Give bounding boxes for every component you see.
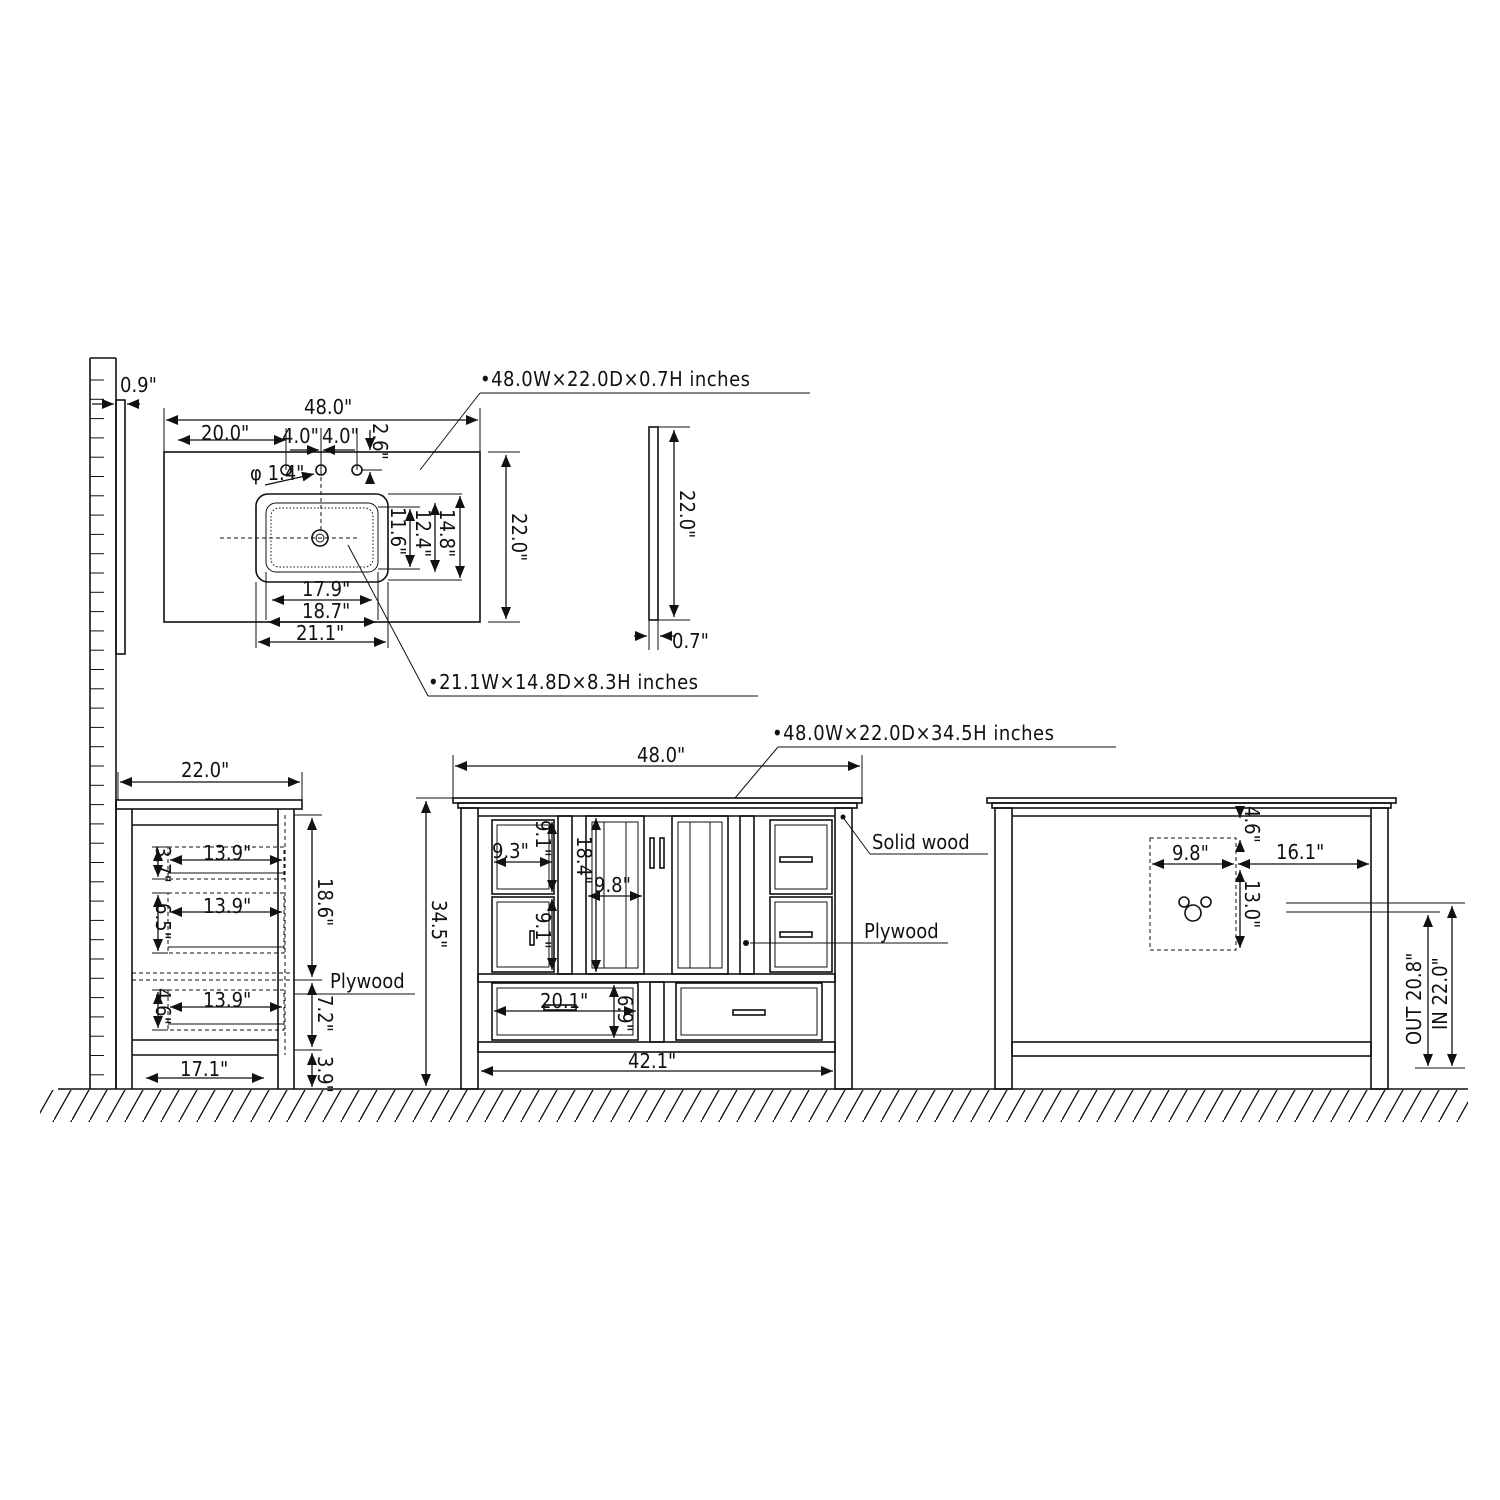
label-top-depth: 22.0" [507,513,531,561]
faucet-hole-center [315,464,327,476]
supply-hole-left-icon [1178,896,1190,908]
label-side-drawer-width: 9.3" [492,839,529,863]
label-door-width: 9.8" [594,873,631,897]
supply-hole-right-icon [1200,896,1212,908]
label-out-height: OUT 20.8" [1402,953,1426,1045]
countertop-plan-view: 48.0" 20.0" 4.0" 4.0" 2.6" φ 1.4" [163,395,531,648]
label-toe-kick: 3.9" [313,1056,337,1093]
label-solid-wood: Solid wood [872,830,970,854]
label-inner-width: 42.1" [628,1049,676,1073]
label-drawer-height-2: 6.5" [151,903,175,940]
faucet-hole-right [351,464,363,476]
label-plywood-front: Plywood [864,919,939,943]
label-drawer-depth-1: 13.9" [203,841,251,865]
spec-top-text: •48.0W×22.0D×0.7H inches [480,367,751,391]
countertop-side-profile: 22.0" 0.7" [634,426,709,653]
label-top-thickness: 0.7" [672,629,709,653]
front-elevation: 48.0" •48.0W×22.0D×34.5H inches [416,721,1116,1090]
label-plywood-side: Plywood [330,969,405,993]
label-back-top-gap: 4.6" [1240,806,1264,843]
label-bottom-drawer-height: 6.9" [613,995,637,1032]
label-hole-spacing-right: 4.0" [322,424,359,448]
spec-basin-text: •21.1W×14.8D×8.3H inches [428,670,699,694]
side-elevation: 22.0" 13.9" 3.7" 13.9" 6.5" 13. [115,758,415,1093]
label-top-width: 48.0" [304,395,352,419]
label-basin-mid-width: 18.7" [302,599,350,623]
label-bottom-drawer-width: 20.1" [540,989,588,1013]
label-back-cutout-width: 9.8" [1172,841,1209,865]
label-basin-outer-depth: 14.8" [435,509,459,557]
label-side-lower-height: 7.2" [313,995,337,1032]
label-top-overhang: 0.9" [120,373,157,397]
label-hole-spacing-left: 4.0" [282,424,319,448]
label-left-to-hole: 20.0" [201,421,249,445]
label-drawer-depth-3: 13.9" [203,988,251,1012]
wall [89,357,126,1089]
ground [40,1088,1468,1122]
faucet-hole-left [280,464,292,476]
label-back-side-gap: 16.1" [1276,840,1324,864]
back-elevation: 4.6" 9.8" 16.1" 13.0" OUT 20.8" IN 22.0" [986,797,1465,1090]
label-back-cutout-height: 13.0" [1240,880,1264,928]
label-door-height: 18.4" [572,836,596,884]
label-side-drawer-height-a: 9.1" [531,820,555,857]
label-side-depth: 22.0" [181,758,229,782]
wall-ruler-ticks [90,379,104,1076]
label-drawer-depth-2: 13.9" [203,894,251,918]
label-front-width: 48.0" [637,743,685,767]
label-basin-mid-depth: 12.4" [411,509,435,557]
spec-basin: •21.1W×14.8D×8.3H inches [347,544,758,697]
label-hole-diameter: φ 1.4" [250,461,304,485]
label-basin-outer-width: 21.1" [296,621,344,645]
label-side-upper-height: 18.6" [313,878,337,926]
label-front-height: 34.5" [427,900,451,948]
label-basin-inner-width: 17.9" [302,577,350,601]
label-in-height: IN 22.0" [1428,957,1452,1030]
spec-cabinet-text: •48.0W×22.0D×34.5H inches [772,721,1054,745]
label-side-drawer-height-b: 9.1" [531,912,555,949]
label-side-inner-depth: 17.1" [180,1057,228,1081]
label-hole-setback: 2.6" [368,423,392,460]
label-drawer-height-3: 4.6" [151,988,175,1025]
dim-top-overhang: 0.9" [92,373,157,409]
label-drawer-height-1: 3.7" [151,846,175,883]
label-top-side-depth: 22.0" [675,490,699,538]
spec-top: •48.0W×22.0D×0.7H inches [419,367,810,471]
label-basin-inner-depth: 11.6" [386,507,410,555]
drain-pipe-icon [1184,904,1202,922]
